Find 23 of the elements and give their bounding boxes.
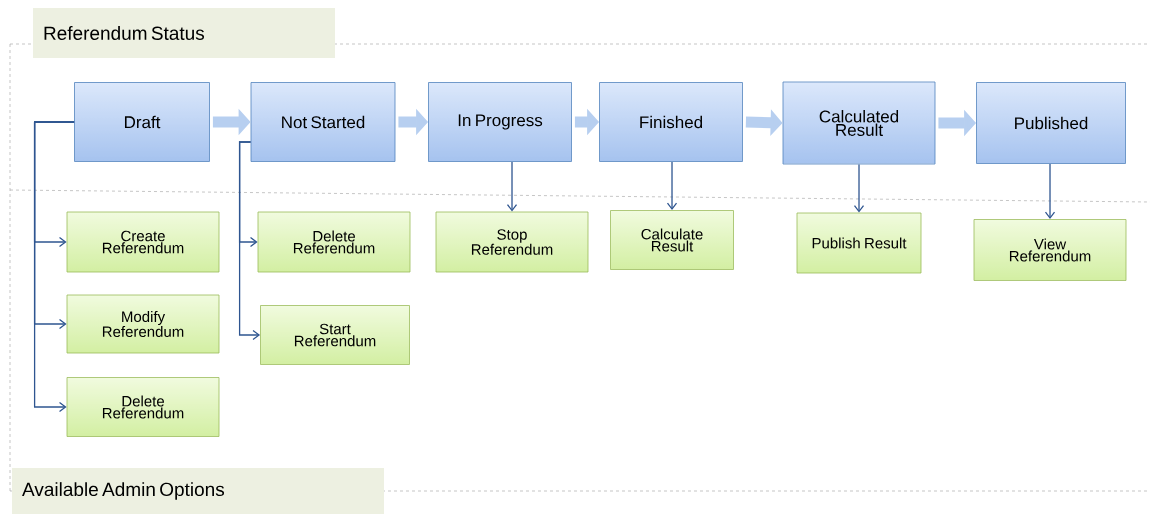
- arrow: [1044, 163, 1056, 220]
- option-box: Modify Referendum: [66, 294, 220, 354]
- option-box: Delete Referendum: [257, 211, 411, 273]
- option-box: Delete Referendum: [66, 377, 220, 437]
- option-box: Start Referendum: [260, 305, 410, 365]
- status-box: In Progress: [428, 82, 572, 162]
- status-box: Calculated Result: [782, 81, 936, 165]
- option-box: View Referendum: [973, 219, 1127, 281]
- option-box: Stop Referendum: [435, 211, 589, 273]
- arrow: [666, 161, 678, 211]
- heading-band: Referendum Status: [33, 8, 335, 58]
- option-box: Publish Result: [796, 212, 922, 274]
- arrow: [238, 141, 261, 341]
- arrow: [33, 121, 75, 413]
- option-box: Calculate Result: [610, 210, 734, 270]
- status-box: Finished: [599, 82, 743, 162]
- arrow: [853, 163, 865, 213]
- arrow: [506, 161, 518, 212]
- heading-band: Available Admin Options: [12, 468, 384, 514]
- status-box: Published: [976, 82, 1126, 164]
- option-box: Create Referendum: [66, 211, 220, 273]
- status-box: Not Started: [250, 82, 396, 162]
- status-box: Draft: [74, 82, 210, 162]
